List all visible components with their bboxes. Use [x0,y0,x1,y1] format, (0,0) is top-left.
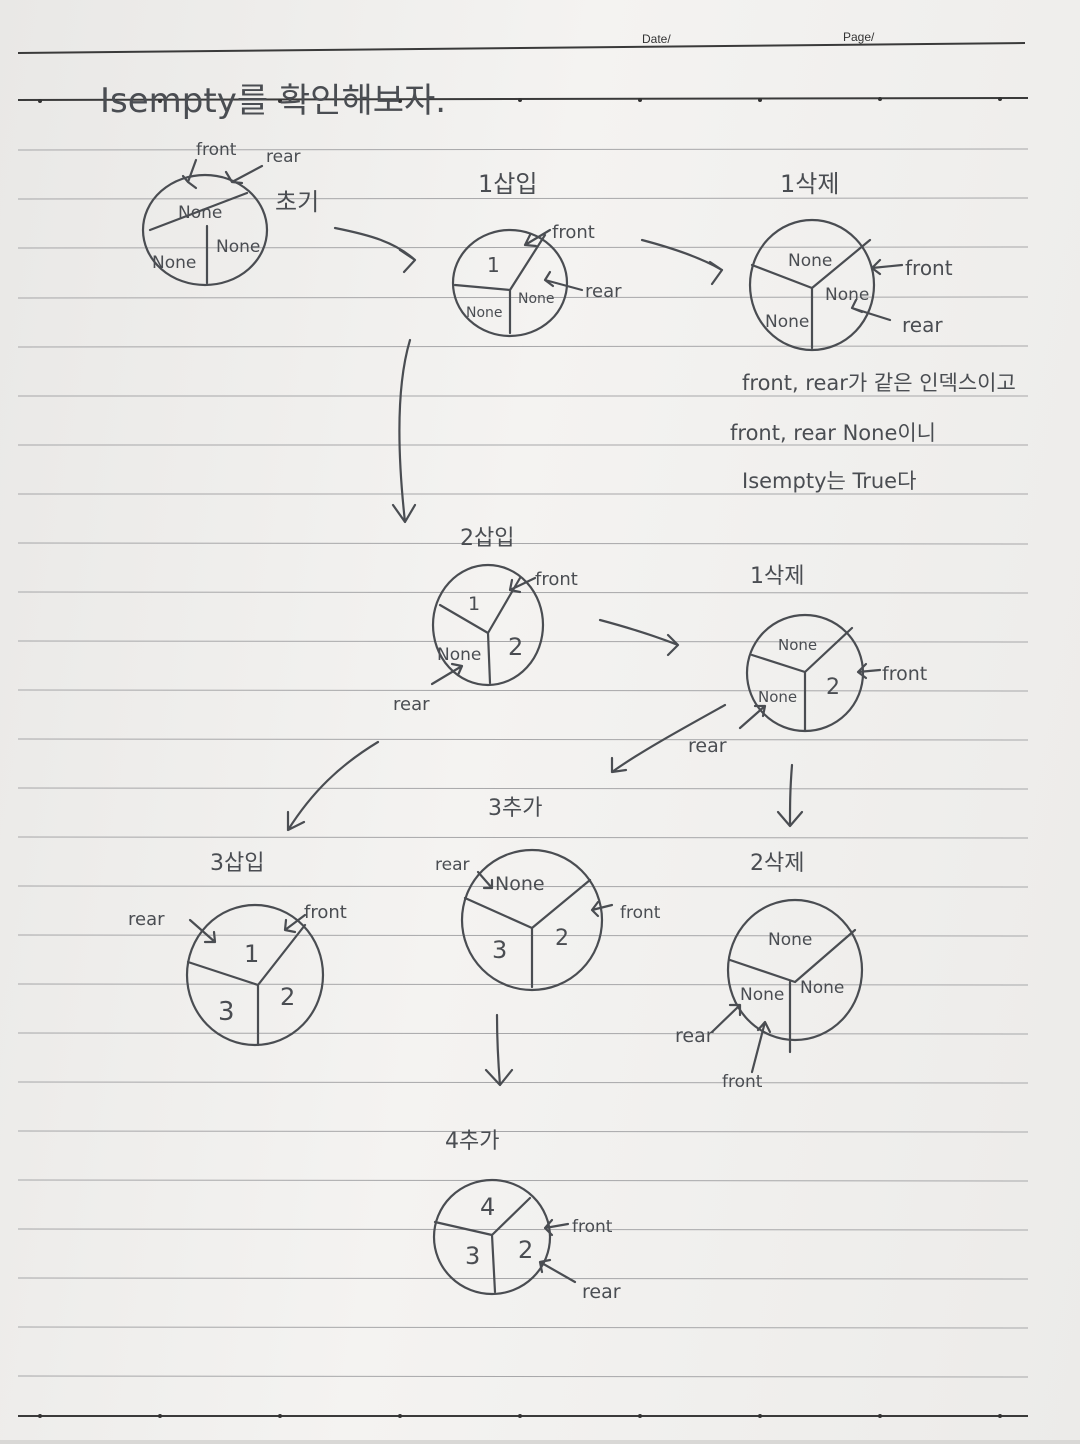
flow-arrow [391,338,417,524]
slot-1: None [740,985,784,1005]
queue-state-init: None None None front rear 초기 [141,140,319,287]
front-label: front [535,569,578,590]
slot-2: None [437,645,481,665]
rear-label: rear [393,694,430,715]
state-caption: 3추가 [488,796,542,821]
state-caption: 3삽입 [210,851,264,876]
slot-0: None [178,203,222,223]
slot-0: 1 [244,940,259,968]
note-line: front, rear가 같은 인덱스이고 [742,371,1016,395]
slot-2: None [518,291,555,307]
page-label: Page/ [843,30,875,44]
queue-state-7: 2삭제 None None None front rear [675,851,864,1092]
queue-state-6: 3추가 None 2 3 front rear [435,796,661,992]
slot-2: None [800,978,844,998]
rear-label: rear [688,735,727,757]
date-label: Date/ [642,32,671,46]
slot-1: 2 [555,926,569,951]
slot-1: 2 [826,675,840,700]
state-caption: 초기 [275,188,319,216]
flow-arrow [640,238,724,286]
rear-label: rear [128,909,165,930]
queue-state-5: 3삽입 1 2 3 front rear [128,851,347,1047]
slot-0: None [495,873,545,895]
flow-arrow [484,1013,514,1087]
flow-arrow [333,226,417,274]
front-label: front [572,1217,613,1237]
slot-1: None [466,305,503,321]
front-label: front [304,902,347,923]
state-caption: 4추가 [445,1129,499,1154]
queue-state-8: 4추가 4 2 3 front rear [432,1129,621,1303]
slot-0: None [778,636,817,654]
front-label: front [196,140,237,160]
queue-state-4: 1삭제 None 2 None front rear [688,564,927,757]
slot-1: 2 [518,1236,533,1264]
slot-2: None [216,237,260,257]
slot-2: None [758,688,797,706]
slot-0: 4 [480,1193,495,1221]
slot-0: None [788,251,832,271]
page-title: Isempty를 확인해보자. [100,81,446,121]
queue-state-1: 1삽입 1 None None front rear [451,170,622,338]
slot-2: 3 [492,936,507,964]
front-label: front [882,663,927,685]
rear-label: rear [435,855,469,875]
flow-arrow [610,703,727,774]
ruler-dots [38,97,1002,1418]
queue-state-3: 2삽입 1 2 None front rear [393,526,578,715]
empty-note: front, rear가 같은 인덱스이고 front, rear None이니… [730,371,1016,493]
flow-arrow [286,740,380,832]
rear-label: rear [585,281,622,302]
slot-1: 2 [280,983,295,1011]
slot-1: None [765,312,809,332]
queue-state-2: 1삭제 None None None front rear [748,170,953,352]
rear-label: rear [902,313,943,337]
state-caption: 1삭제 [750,564,804,589]
slot-0: None [768,930,812,950]
front-label: front [552,222,595,243]
front-label: front [722,1072,763,1092]
flow-arrow [776,763,804,828]
state-caption: 2삽입 [460,526,514,551]
rear-label: rear [675,1025,714,1047]
ruled-lines [17,42,1029,1417]
state-caption: 1삽입 [478,170,537,198]
slot-0: 1 [487,253,500,277]
front-label: front [620,903,661,923]
slot-0: 1 [468,593,480,615]
rear-label: rear [266,147,300,167]
note-line: front, rear None이니 [730,421,936,445]
slot-1: 2 [508,633,523,661]
state-caption: 1삭제 [780,170,839,198]
note-line: Isempty는 True다 [742,469,916,493]
flow-arrow [598,618,680,657]
front-label: front [905,256,953,280]
slot-2: 3 [218,997,235,1027]
slot-1: None [152,253,196,273]
slot-2: None [825,285,869,305]
state-caption: 2삭제 [750,851,804,876]
rear-label: rear [582,1281,621,1303]
slot-2: 3 [465,1242,480,1270]
